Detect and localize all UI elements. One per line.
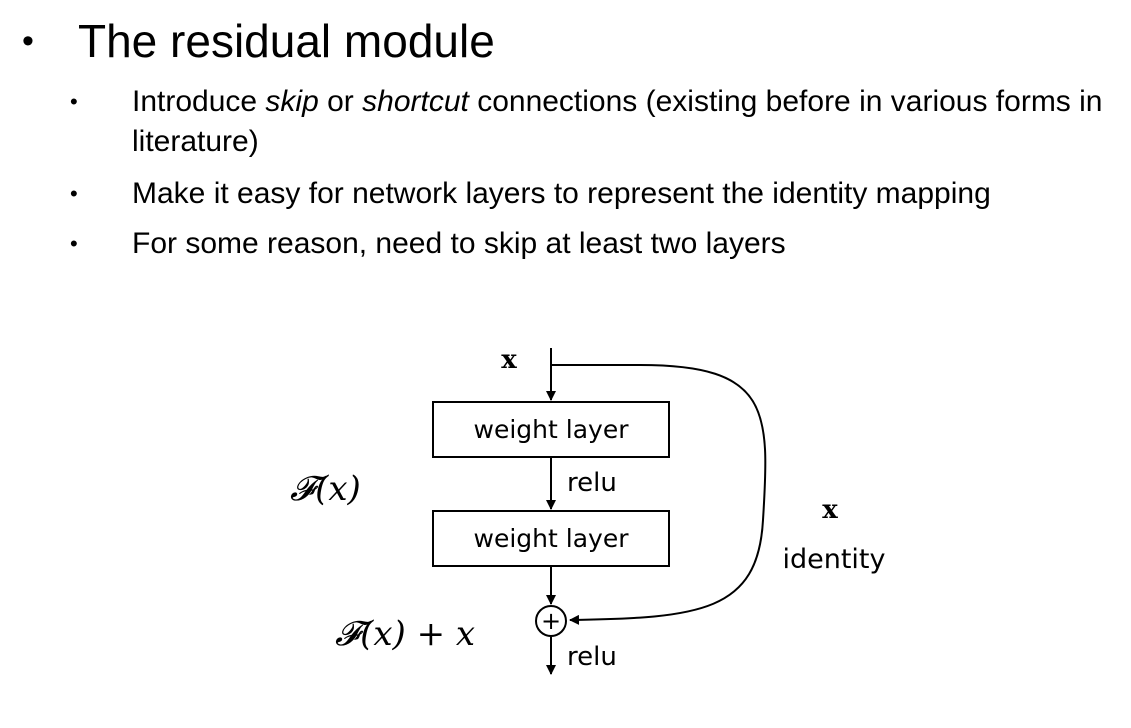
input-x-label: x: [501, 345, 517, 375]
weight-layer-2-label: weight layer: [474, 524, 630, 553]
bullet-text: Introduce skip or shortcut connections (…: [132, 85, 1103, 158]
relu-out-label: relu: [567, 642, 617, 672]
plus-icon: +: [541, 607, 561, 635]
weight-layer-box-1: [432, 401, 670, 458]
slide-title: The residual module: [78, 15, 495, 67]
identity-skip-arrow: [551, 364, 767, 625]
bullet-icon: •: [70, 181, 78, 206]
bullet-icon: •: [22, 22, 34, 60]
bullet-icon: •: [70, 89, 78, 114]
residual-function-label: 𝓕(x): [290, 469, 361, 509]
sum-output-label: 𝓕(x) + x: [335, 614, 475, 654]
identity-label: identity: [782, 544, 885, 575]
skip-x-label: x: [822, 495, 838, 525]
bullet-text: For some reason, need to skip at least t…: [132, 227, 786, 260]
relu-mid-label: relu: [567, 468, 617, 498]
bullet-text: Make it easy for network layers to repre…: [132, 177, 991, 210]
sum-node: [535, 605, 567, 637]
weight-layer-1-label: weight layer: [474, 415, 630, 444]
weight-layer-box-2: [432, 510, 670, 567]
bullet-icon: •: [70, 231, 78, 256]
